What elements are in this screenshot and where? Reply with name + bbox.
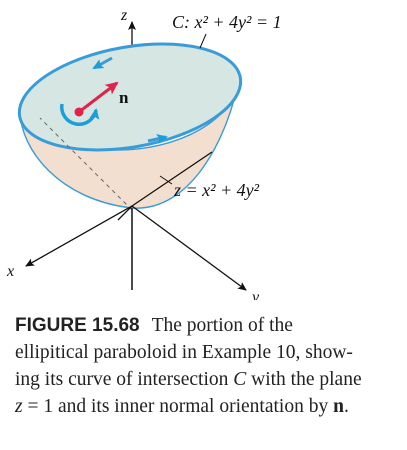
y-axis-label: y xyxy=(250,289,260,300)
caption-line2: ellipitical paraboloid in Example 10, sh… xyxy=(15,342,353,363)
caption-line3-suffix: with the plane xyxy=(251,369,362,390)
normal-vector xyxy=(78,81,119,114)
y-axis-back xyxy=(131,151,213,207)
curve-label: C: x² + 4y² = 1 xyxy=(172,12,282,32)
rim-arrow-top xyxy=(92,56,113,70)
rim-arrow-bottom xyxy=(147,134,168,144)
caption-line3-prefix: ing its curve of intersection xyxy=(15,369,229,390)
surface-label: z = x² + 4y² xyxy=(173,180,260,200)
x-axis xyxy=(25,205,133,267)
y-axis xyxy=(131,205,247,291)
normal-base-point xyxy=(74,107,84,117)
x-axis-label: x xyxy=(6,263,14,280)
x-axis-hidden xyxy=(39,117,133,211)
caption-label: FIGURE 15.68 xyxy=(15,315,140,336)
caption-line4-bold: n xyxy=(333,396,344,417)
z-axis-label: z xyxy=(120,7,128,24)
z-axis-below xyxy=(117,205,133,221)
rotation-arrow-icon xyxy=(59,103,100,127)
figure-caption: FIGURE 15.68 The portion of the ellipitic… xyxy=(15,312,407,420)
caption-line1: The portion of the xyxy=(151,315,293,336)
normal-label: n xyxy=(119,88,129,107)
caption-line4-var: z xyxy=(15,396,23,417)
caption-line4-mid: = 1 and its inner normal orientation by xyxy=(27,396,329,417)
surface-label-leader xyxy=(159,175,173,185)
caption-line3-var: C xyxy=(233,369,247,390)
paraboloid-figure: z x y C: x² + 4y² = 1 z = x² + 4y² n xyxy=(6,7,282,300)
caption-line4-end: . xyxy=(343,396,349,417)
curve-label-leader xyxy=(199,33,207,49)
